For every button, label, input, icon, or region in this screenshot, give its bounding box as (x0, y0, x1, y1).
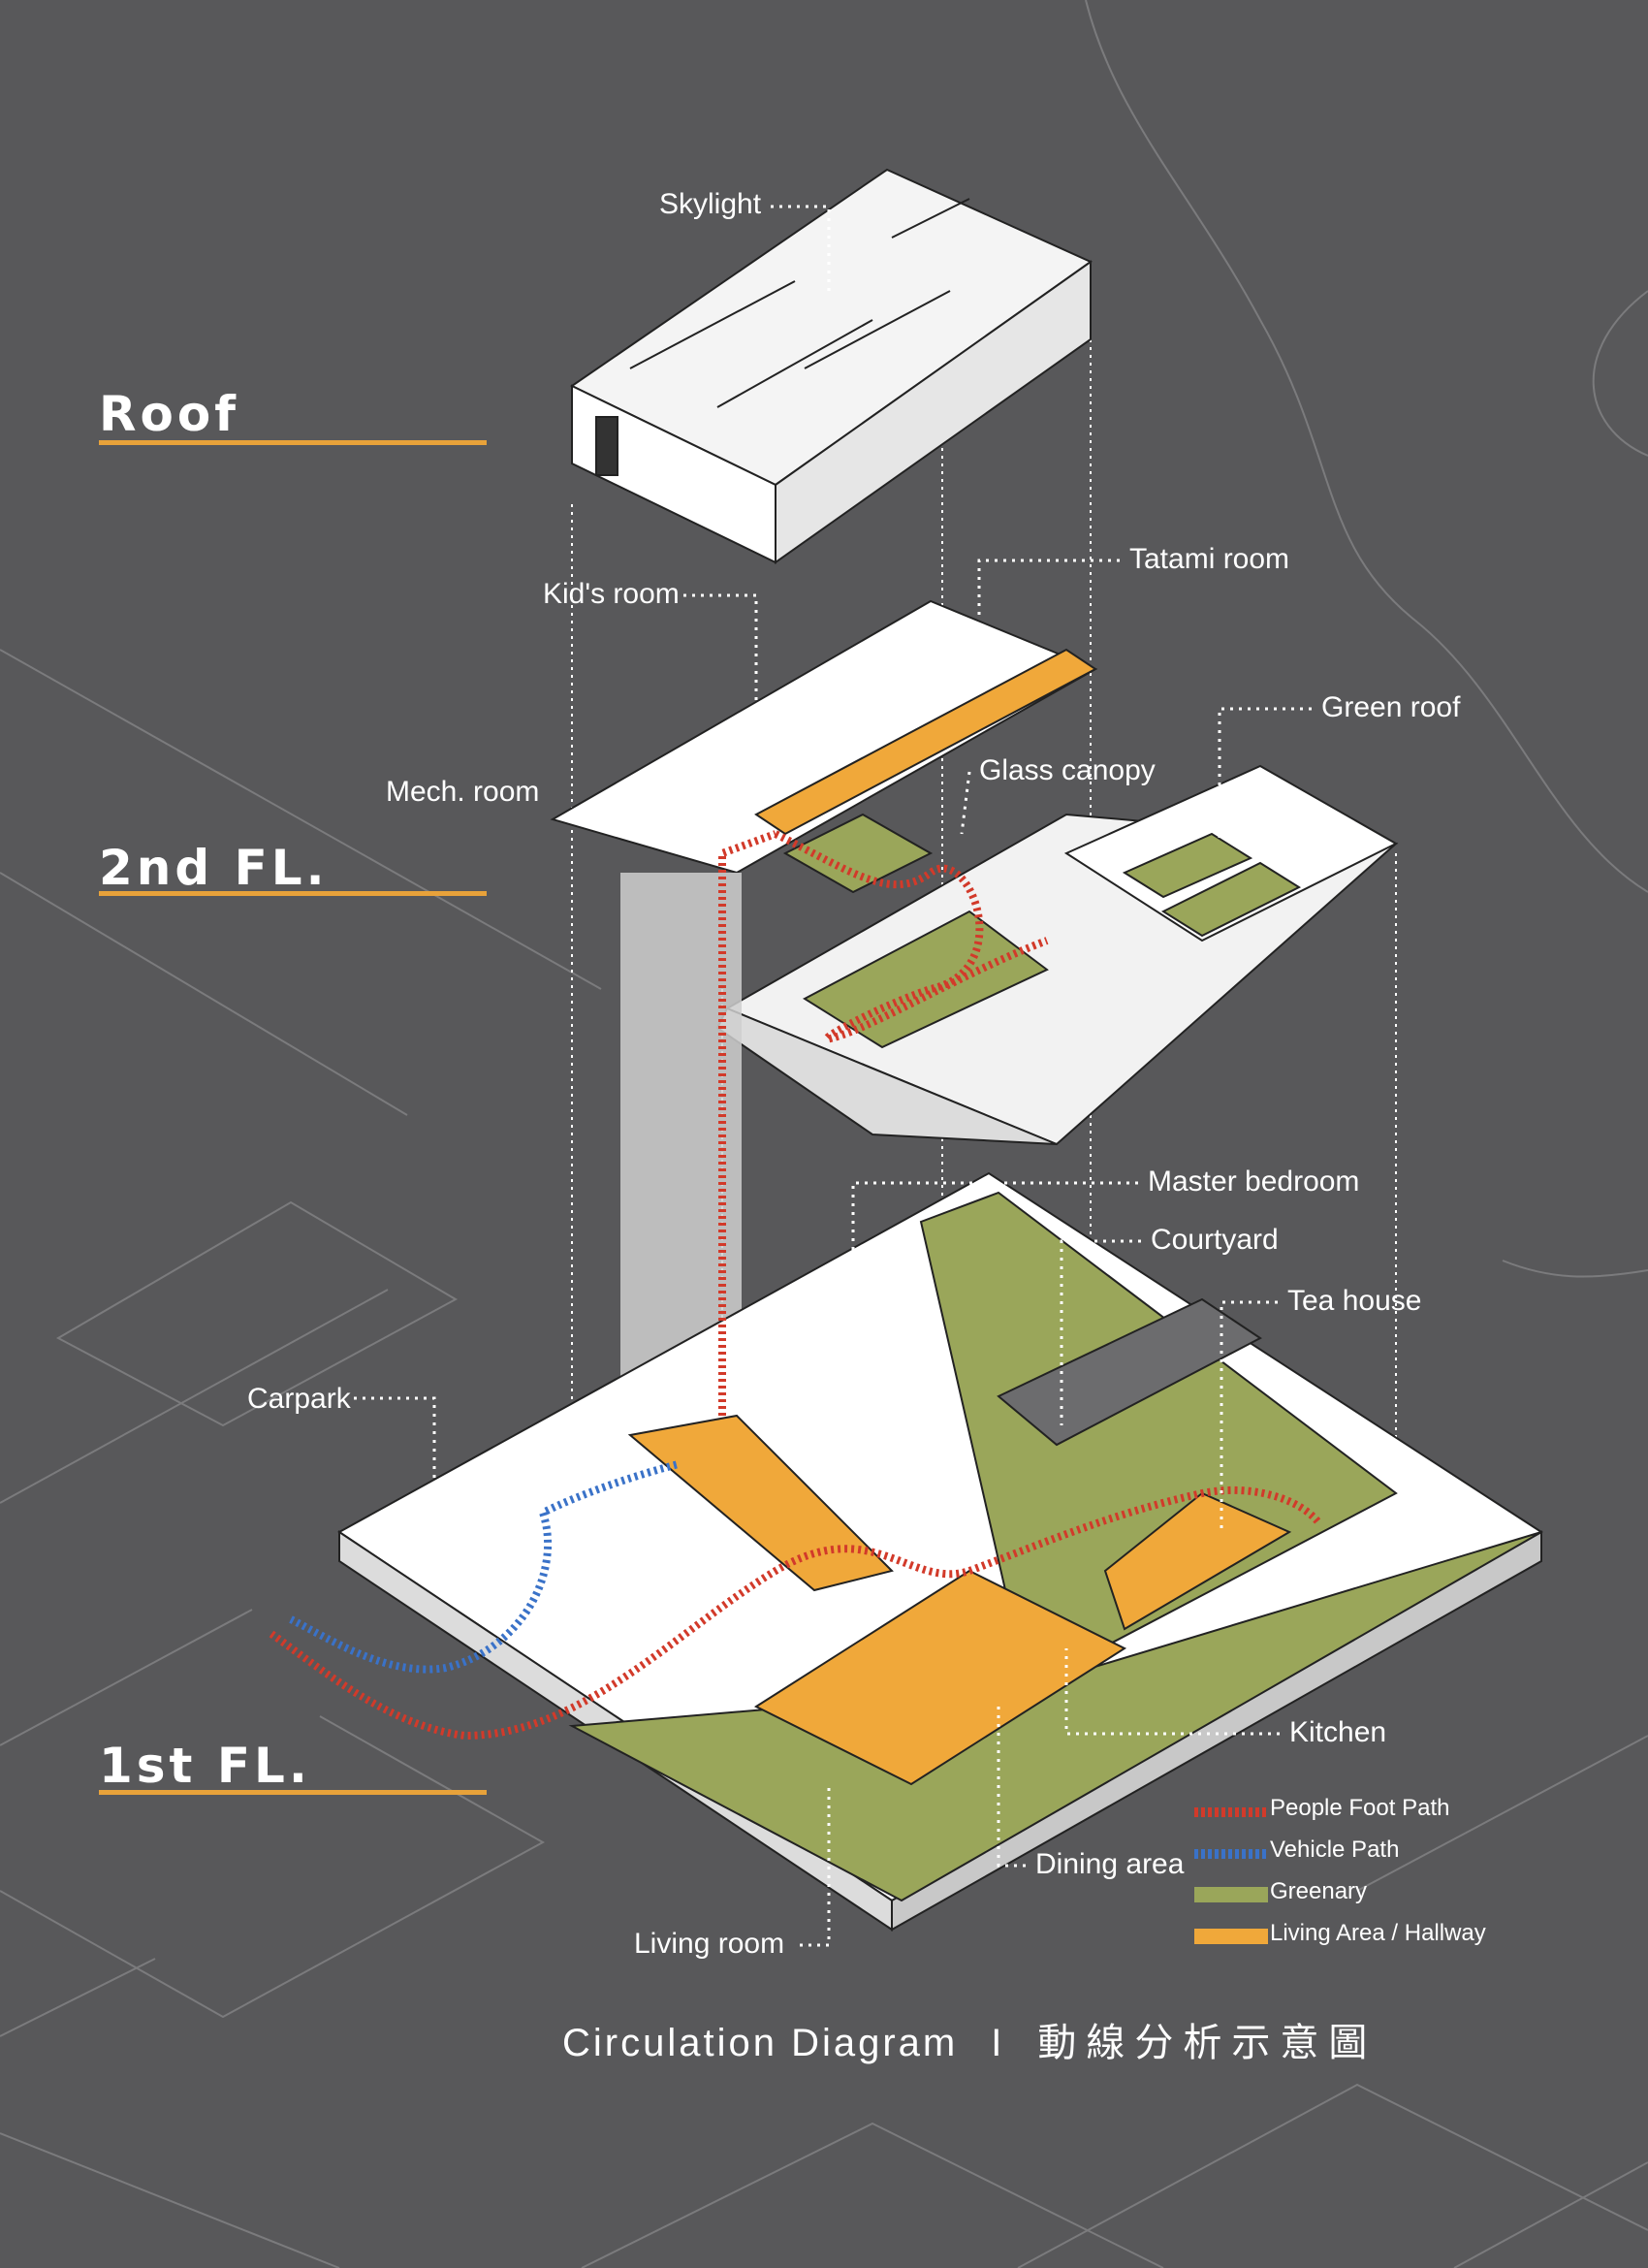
diagram-title: Circulation Diagram I 動線分析示意圖 (562, 2011, 1377, 2067)
legend-label: Living Area / Hallway (1270, 1920, 1486, 1946)
vehicle-path (289, 1460, 680, 1674)
callout-skylight: Skylight (659, 188, 762, 220)
callout-dining-area: Dining area (1035, 1848, 1185, 1880)
callout-mech-room: Mech. room (386, 776, 540, 808)
callout-glass-canopy: Glass canopy (979, 754, 1156, 786)
callout-living-room: Living room (634, 1928, 785, 1960)
title-chinese: 動線分析示意圖 (1037, 2021, 1378, 2065)
floor-rule-second (99, 891, 487, 896)
callout-kids-room: Kid's room (543, 578, 680, 610)
vehicle-path-swatch (1194, 1849, 1268, 1859)
roof-block (570, 168, 1093, 564)
floor-label-second: 2nd FL. (99, 840, 329, 896)
callout-master-bedroom: Master bedroom (1148, 1166, 1360, 1198)
callout-courtyard: Courtyard (1151, 1224, 1279, 1256)
callout-tatami-room: Tatami room (1129, 543, 1290, 575)
legend-label: Greenary (1270, 1878, 1368, 1904)
title-english: Circulation Diagram (562, 2022, 959, 2064)
callout-carpark: Carpark (247, 1383, 351, 1415)
second-floor-plate (550, 599, 1399, 1416)
callout-kitchen: Kitchen (1289, 1716, 1387, 1748)
callout-green-roof: Green roof (1321, 691, 1461, 723)
legend-label: People Foot Path (1270, 1795, 1450, 1821)
title-separator: I (991, 2022, 1005, 2064)
living-area-swatch (1194, 1929, 1268, 1944)
floor-label-first: 1st FL. (99, 1738, 311, 1794)
floor-label-roof: Roof (99, 386, 239, 442)
greenery-swatch (1194, 1887, 1268, 1902)
floor-rule-first (99, 1790, 487, 1795)
foot-path (269, 830, 1322, 1741)
callout-tea-house: Tea house (1287, 1285, 1422, 1317)
foot-path-swatch (1194, 1807, 1268, 1817)
legend-label: Vehicle Path (1270, 1837, 1400, 1863)
floor-rule-roof (99, 440, 487, 445)
